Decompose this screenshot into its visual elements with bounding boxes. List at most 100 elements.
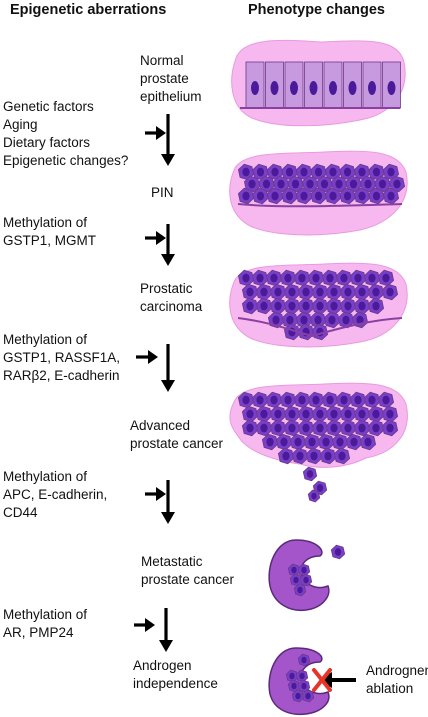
vessel-line <box>307 565 327 575</box>
nucleus <box>386 287 394 297</box>
ablation-label: Andrognen ablation <box>366 663 428 696</box>
nucleus <box>296 451 304 461</box>
nucleus <box>305 692 311 700</box>
nucleus <box>330 287 338 297</box>
columnar-cell-layer <box>245 61 401 109</box>
advanced-cell-cluster <box>237 391 399 503</box>
independence-cell-cluster <box>285 653 315 703</box>
nucleus <box>251 81 259 95</box>
nucleus <box>301 682 307 690</box>
nucleus <box>358 191 366 201</box>
nucleus <box>330 409 338 419</box>
nucleus <box>368 81 376 95</box>
nucleus <box>312 395 320 405</box>
nucleus <box>329 167 337 177</box>
nucleus <box>270 273 278 283</box>
nucleus <box>340 395 348 405</box>
arrowhead <box>156 231 166 245</box>
nucleus <box>289 672 295 680</box>
nucleus <box>266 437 274 447</box>
nucleus <box>354 395 362 405</box>
nucleus <box>288 423 296 433</box>
nucleus <box>246 287 254 297</box>
nucleus <box>291 682 297 690</box>
basement-membrane <box>237 203 403 208</box>
nucleus <box>316 301 324 311</box>
nucleus <box>378 179 387 189</box>
nucleus <box>295 692 301 700</box>
nucleus <box>330 301 338 311</box>
nucleus <box>358 287 366 297</box>
nucleus <box>344 301 352 311</box>
factor-block-methylation-1: Methylation of GSTP1, MGMT <box>3 215 97 248</box>
nucleus <box>284 273 292 283</box>
nucleus <box>336 437 344 447</box>
nucleus <box>308 437 316 447</box>
nucleus <box>364 179 372 189</box>
nucleus <box>310 451 318 461</box>
nucleus <box>298 395 306 405</box>
nucleus <box>302 287 310 297</box>
nucleus <box>274 423 282 433</box>
nucleus <box>280 437 288 447</box>
nucleus <box>284 395 292 405</box>
nucleus <box>338 451 346 461</box>
nucleus <box>297 586 303 594</box>
nucleus <box>364 437 372 447</box>
nucleus <box>272 315 280 325</box>
nucleus <box>342 315 350 325</box>
nucleus <box>306 470 314 478</box>
nucleus <box>302 409 310 419</box>
nucleus <box>300 167 308 177</box>
nucleus <box>328 315 336 325</box>
nucleus <box>294 437 302 447</box>
nucleus <box>387 81 396 95</box>
nucleus <box>368 273 376 283</box>
nucleus <box>260 423 268 433</box>
arrowhead <box>161 154 175 166</box>
nucleus <box>274 301 282 311</box>
nucleus <box>343 167 352 177</box>
nucleus <box>309 81 318 95</box>
nucleus <box>302 423 310 433</box>
nucleus <box>260 409 268 419</box>
arrow-group-2 <box>145 224 175 266</box>
nucleus <box>354 273 362 283</box>
nucleus <box>316 423 324 433</box>
nucleus <box>372 287 380 297</box>
nucleus <box>301 566 307 574</box>
arrow-group-3 <box>136 344 175 392</box>
nucleus <box>368 395 376 405</box>
nucleus <box>301 656 307 664</box>
nucleus <box>293 576 299 584</box>
nucleus <box>358 167 366 177</box>
metastatic-organ-illustration <box>268 539 346 612</box>
nucleus <box>326 395 334 405</box>
nucleus <box>288 409 296 419</box>
arrowhead <box>156 487 166 501</box>
arrow-group-5 <box>134 608 173 652</box>
arrow-group-1 <box>145 114 175 166</box>
nucleus <box>372 423 380 433</box>
nucleus <box>314 315 322 325</box>
nucleus <box>242 273 250 283</box>
nucleus <box>340 273 348 283</box>
nucleus <box>387 191 395 201</box>
nucleus <box>256 273 264 283</box>
nucleus <box>256 167 265 177</box>
nucleus <box>303 576 309 584</box>
nucleus <box>344 287 352 297</box>
nucleus <box>300 191 308 201</box>
nucleus <box>256 395 264 405</box>
nucleus <box>302 301 310 311</box>
stage-label-normal: Normal prostate epithelium <box>140 53 202 104</box>
nucleus <box>344 409 352 419</box>
nucleus <box>356 315 364 325</box>
nucleus <box>288 301 296 311</box>
nucleus <box>291 179 300 189</box>
nucleus <box>314 191 323 201</box>
nucleus <box>348 81 357 95</box>
nucleus <box>298 273 306 283</box>
nucleus <box>358 423 366 433</box>
nucleus <box>324 451 332 461</box>
